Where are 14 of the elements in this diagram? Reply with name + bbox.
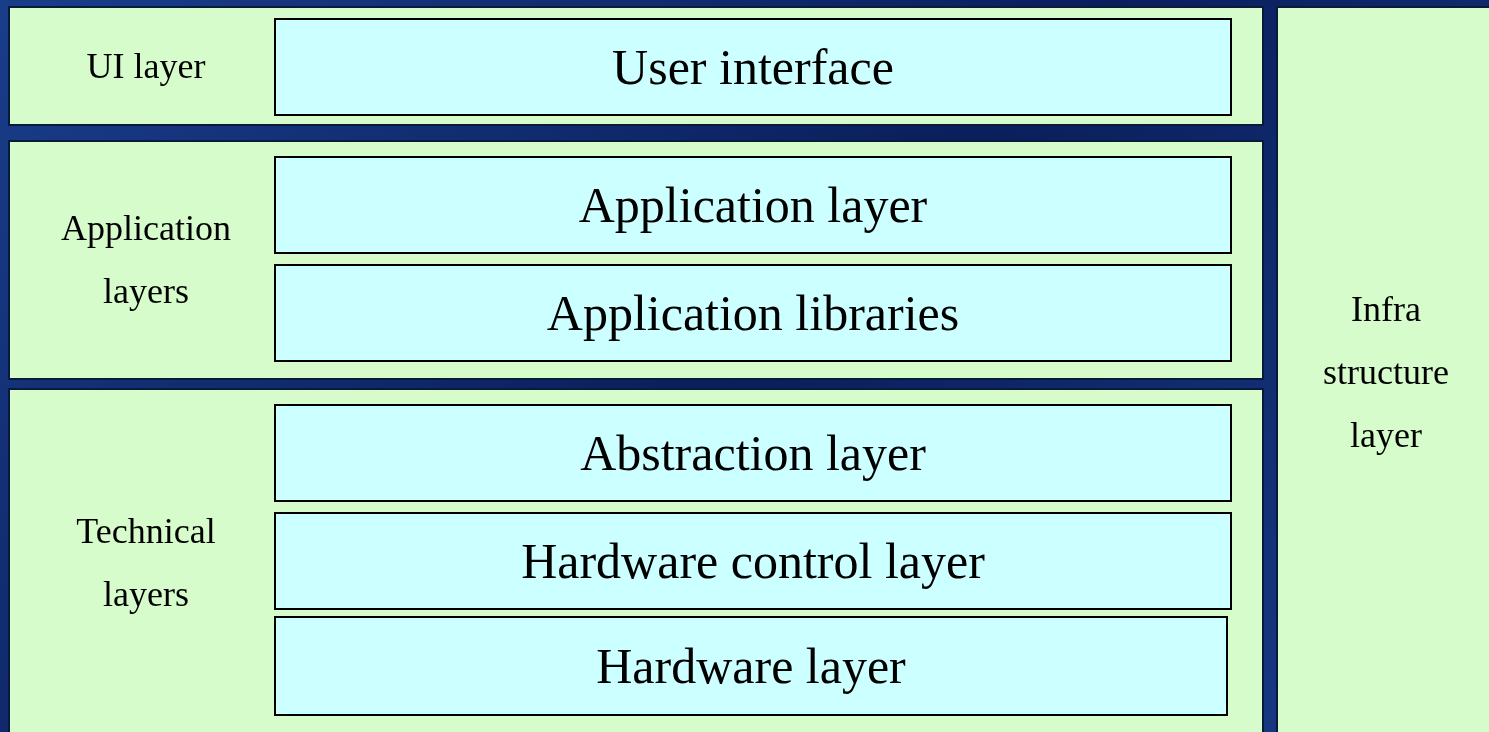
band-label: Infra structure layer [1322, 287, 1450, 457]
layer-box: Application libraries [274, 264, 1232, 362]
layer-band [8, 6, 1264, 126]
layer-box: Hardware layer [274, 616, 1228, 716]
band-label: Application layers [60, 207, 232, 313]
layer-box: Application layer [274, 156, 1232, 254]
layer-band [8, 140, 1264, 380]
band-label: UI layer [85, 44, 207, 88]
layer-band [8, 388, 1264, 732]
band-label: Technical layers [75, 510, 217, 616]
side-layer-band [1276, 6, 1489, 732]
layer-box: Abstraction layer [274, 404, 1232, 502]
layer-box: User interface [274, 18, 1232, 116]
layer-box: Hardware control layer [274, 512, 1232, 610]
